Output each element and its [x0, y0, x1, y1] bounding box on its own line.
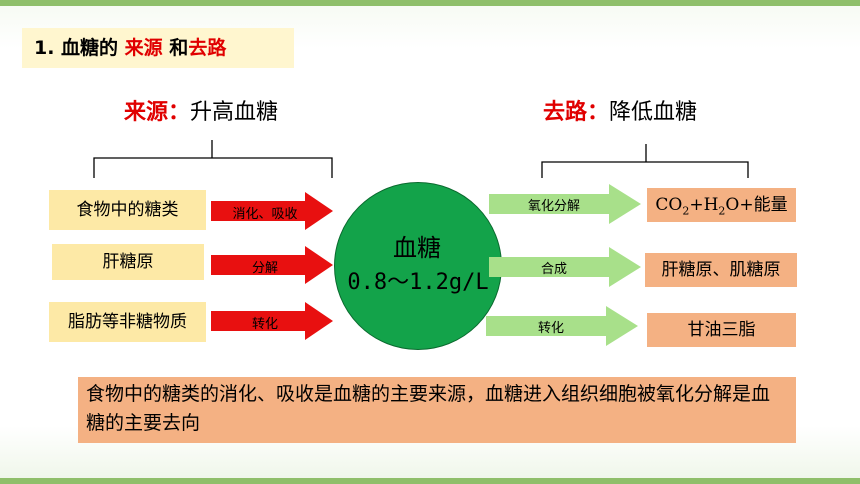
source-bracket: [93, 140, 333, 178]
source-box-liver-glycogen: 肝糖原: [52, 244, 204, 280]
sink-box-co2-water-energy: CO2+H2O+能量: [647, 188, 796, 222]
title-sink-word: 去路: [188, 37, 227, 59]
arrow-label-oxidation: 氧化分解: [527, 199, 580, 214]
blood-sugar-title: 血糖: [393, 234, 441, 262]
summary-text: 食物中的糖类的消化、吸收是血糖的主要来源，血糖进入组织细胞被氧化分解是血糖的主要…: [78, 377, 796, 443]
source-box-food-sugar: 食物中的糖类: [49, 190, 206, 230]
arrow-decompose: [211, 246, 333, 284]
title-prefix: 1. 血糖的: [34, 37, 125, 59]
sink-box-triglyceride: 甘油三脂: [647, 313, 796, 347]
arrow-oxidation: [489, 184, 641, 224]
arrow-label-convert-out: 转化: [537, 321, 564, 336]
title-source-word: 来源: [124, 37, 163, 59]
arrow-synthesis: [489, 247, 641, 287]
source-heading-keyword: 来源：: [124, 100, 191, 125]
arrow-label-digest-absorb: 消化、吸收: [232, 207, 298, 222]
arrow-label-synthesis: 合成: [540, 262, 567, 277]
sink-heading-text: 降低血糖: [609, 100, 698, 125]
sink-bracket: [541, 144, 749, 178]
source-box-non-sugar: 脂肪等非糖物质: [49, 302, 206, 342]
h2o-subscript: 2: [718, 204, 726, 218]
source-heading-text: 升高血糖: [190, 100, 279, 125]
arrow-digest-absorb: [211, 192, 333, 230]
source-heading: 来源：升高血糖: [124, 94, 278, 126]
blood-sugar-range: 0.8～1.2g/L: [347, 270, 489, 295]
arrow-convert-in: [211, 302, 333, 340]
h2o-text: +H: [689, 195, 719, 215]
top-accent-bar: [0, 0, 860, 6]
co2-subscript: 2: [682, 204, 690, 218]
sink-heading: 去路：降低血糖: [543, 94, 697, 126]
sink-heading-keyword: 去路：: [543, 100, 610, 125]
arrow-label-convert-in: 转化: [251, 317, 278, 332]
title-middle: 和: [162, 37, 189, 59]
co2-text: CO: [655, 195, 683, 215]
bottom-accent-bar: [0, 478, 860, 484]
arrow-convert-out: [486, 306, 638, 346]
sink-box-glycogen: 肝糖原、肌糖原: [645, 253, 797, 287]
slide-title: 1. 血糖的 来源 和去路: [22, 28, 294, 68]
energy-text: O+能量: [725, 195, 788, 215]
arrow-label-decompose: 分解: [251, 261, 278, 276]
